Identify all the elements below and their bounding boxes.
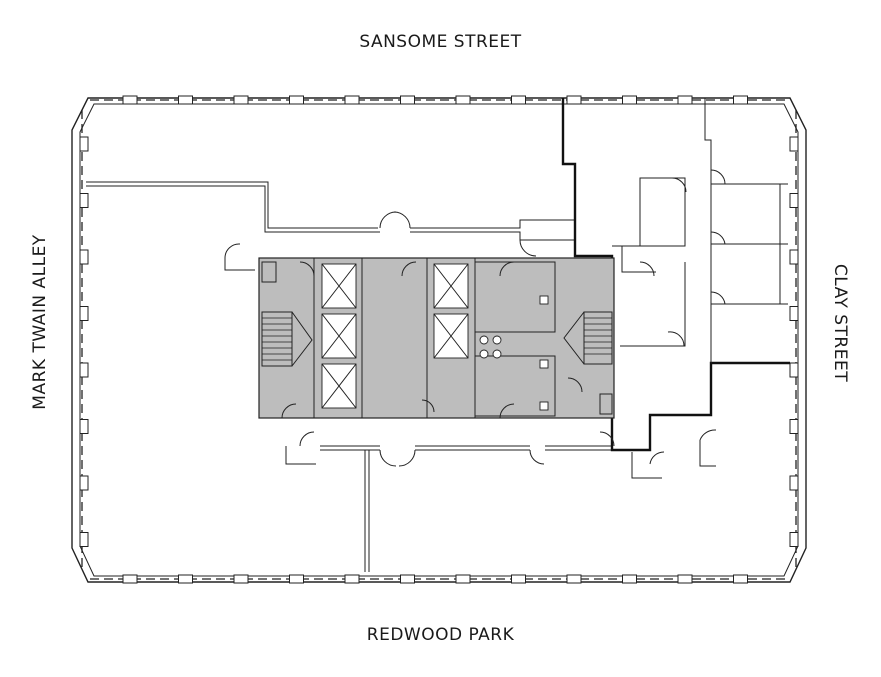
facade-column	[789, 249, 799, 265]
door-swing	[224, 243, 255, 271]
door-swings	[224, 169, 726, 479]
facade-column	[79, 475, 89, 491]
facade-column	[566, 95, 582, 105]
facade-column	[344, 574, 360, 584]
door-swing	[519, 239, 537, 257]
interior-walls	[86, 181, 612, 572]
door-swing	[699, 429, 717, 467]
door-swing	[667, 331, 685, 347]
door-swing	[499, 403, 515, 419]
facade-column	[289, 574, 304, 584]
elevator-1	[321, 263, 357, 309]
street-label-north: SANSOME STREET	[359, 32, 522, 52]
facade-column	[677, 574, 693, 584]
facade-column	[733, 95, 748, 105]
elevator-5	[433, 313, 469, 359]
door-swing	[710, 231, 726, 245]
tenant-suite-outline	[561, 98, 790, 452]
door-swing	[599, 431, 615, 447]
door-swing	[285, 431, 316, 465]
facade-column	[400, 574, 415, 584]
facade-column	[622, 95, 637, 105]
building-envelope	[71, 97, 807, 583]
facade-column	[733, 574, 748, 584]
elevator-4	[433, 263, 469, 309]
door-swing	[631, 451, 665, 479]
door-swing	[421, 399, 435, 413]
facade-column	[79, 249, 89, 265]
facade-column	[566, 574, 582, 584]
street-label-west: MARK TWAIN ALLEY	[30, 234, 50, 410]
door-swing	[379, 211, 397, 229]
facade-column	[79, 419, 89, 434]
facade-column	[79, 362, 89, 378]
facade-column	[511, 95, 526, 105]
facade-column	[178, 95, 193, 105]
facade-column	[789, 193, 799, 208]
door-swing	[671, 177, 687, 193]
facade-column	[79, 136, 89, 152]
facade-column	[79, 193, 89, 208]
elevator-bank	[321, 263, 469, 409]
facade-column	[789, 306, 799, 321]
door-swing	[621, 246, 656, 277]
door-swing	[567, 377, 583, 393]
door-swing	[401, 261, 417, 277]
facade-column	[233, 574, 249, 584]
stair-west	[261, 311, 313, 367]
door-swing	[281, 403, 297, 419]
door-swing	[710, 169, 726, 185]
door-swing	[299, 261, 315, 277]
facade-column	[789, 362, 799, 378]
facade-column	[122, 574, 138, 584]
street-label-east: CLAY STREET	[830, 263, 850, 383]
facade-column	[289, 95, 304, 105]
facade-column	[122, 95, 138, 105]
stair-east	[563, 311, 613, 365]
door-swing	[710, 291, 726, 305]
facade-column	[677, 95, 693, 105]
door-swing	[379, 449, 397, 467]
elevator-3	[321, 363, 357, 409]
facade-column	[455, 574, 471, 584]
elevator-2	[321, 313, 357, 359]
door-swing	[499, 261, 515, 277]
door-swing	[393, 211, 411, 229]
facade-column	[400, 95, 415, 105]
facade-column	[511, 574, 526, 584]
facade-column	[79, 532, 89, 547]
facade-column	[178, 574, 193, 584]
facade-column	[789, 475, 799, 491]
facade-column	[789, 532, 799, 547]
facade-column	[789, 419, 799, 434]
facade-columns	[79, 95, 799, 584]
door-swing	[398, 449, 416, 467]
floor-edge-dashed	[81, 99, 797, 580]
door-swing	[529, 449, 545, 465]
street-label-south: REDWOOD PARK	[366, 625, 515, 645]
facade-column	[344, 95, 360, 105]
facade-column	[622, 574, 637, 584]
facade-column	[789, 136, 799, 152]
restrooms	[261, 261, 613, 417]
facade-column	[233, 95, 249, 105]
facade-column	[79, 306, 89, 321]
facade-column	[455, 95, 471, 105]
